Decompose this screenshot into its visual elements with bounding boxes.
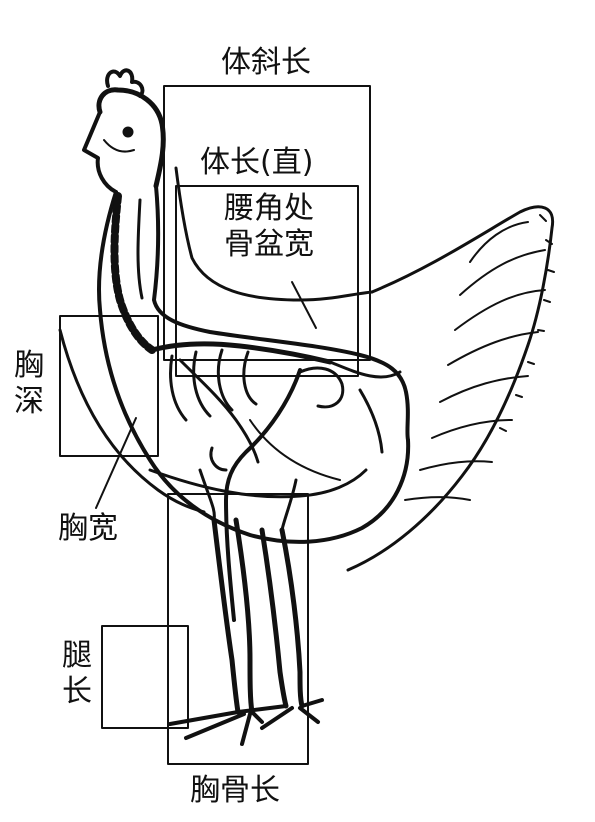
label-chest-width: 胸宽 [58, 511, 118, 546]
box-chest-depth [59, 315, 159, 457]
leader-chest-width [95, 417, 137, 509]
leg-bone [209, 368, 302, 622]
label-body-length-straight: 体长(直) [200, 145, 314, 180]
skeleton [110, 192, 402, 499]
leader-lines [95, 281, 317, 509]
label-chest-depth: 胸深 [14, 348, 44, 419]
head [82, 68, 166, 194]
label-lumbar-pelvic-width-line2: 骨盆宽 [224, 227, 314, 262]
label-leg-length: 腿长 [62, 638, 92, 709]
box-body-length-straight [175, 185, 359, 377]
label-body-oblique-length: 体斜长 [221, 45, 311, 80]
leader-pelvic-width [291, 281, 317, 329]
box-keel-length [167, 493, 309, 765]
tail-feathers [346, 205, 555, 572]
body-outline [58, 166, 411, 544]
measurement-boxes [59, 85, 371, 765]
box-body-oblique-length [163, 85, 371, 361]
label-keel-length: 胸骨长 [190, 773, 280, 808]
legs [168, 468, 324, 746]
box-leg-length [101, 625, 189, 729]
label-lumbar-pelvic-width-line1: 腰角处 [224, 191, 314, 226]
